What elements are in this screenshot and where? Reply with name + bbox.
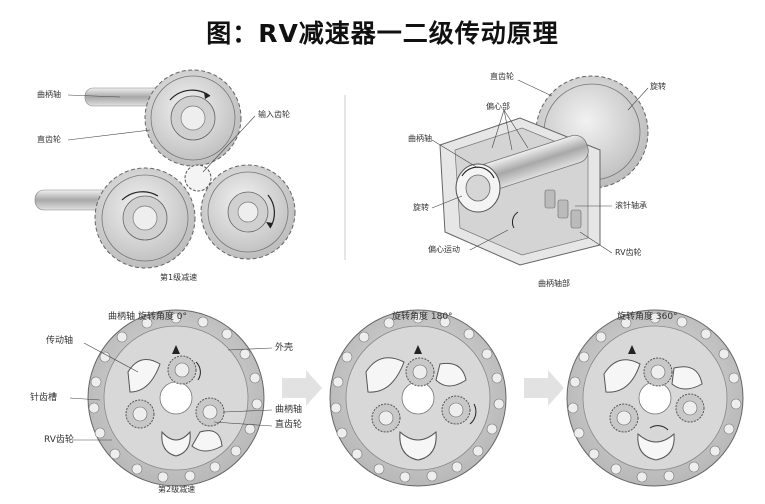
label-rv-gear-cp: RV齿轮 xyxy=(615,248,642,257)
label-crankshaft-s1: 曲柄轴 xyxy=(37,90,61,99)
caption-crankshaft-part: 曲柄轴部 xyxy=(538,279,570,288)
input-gear xyxy=(184,164,212,192)
label-eccentric: 偏心部 xyxy=(486,102,510,111)
caption-stage2: 第2级减速 xyxy=(158,485,196,494)
arrow-1 xyxy=(282,370,322,406)
stage2-disc-0deg xyxy=(87,309,265,487)
label-input-gear: 输入齿轮 xyxy=(258,110,290,119)
stage2-leaders xyxy=(69,342,273,441)
label-rotation-left: 旋转 xyxy=(413,203,429,212)
spur-gear-lower-right xyxy=(200,164,296,260)
spur-gear-upper xyxy=(144,69,242,167)
label-crankshaft-s2: 曲柄轴 xyxy=(275,405,303,415)
angle-label-360: 旋转角度 360° xyxy=(617,312,678,322)
label-spur-gear-s2: 直齿轮 xyxy=(275,420,303,430)
page-title: 图：RV减速器一二级传动原理 xyxy=(206,19,559,48)
arrow-2 xyxy=(524,370,564,406)
angle-label-180: 旋转角度 180° xyxy=(392,312,453,322)
label-crankshaft-cp: 曲柄轴 xyxy=(408,134,432,143)
crankshaft-part-illustration xyxy=(431,75,649,266)
label-spur-gear-s1: 直齿轮 xyxy=(37,135,61,144)
label-pin-groove: 针齿槽 xyxy=(30,393,58,403)
stage2-disc-360deg xyxy=(566,309,744,487)
label-eccentric-motion: 偏心运动 xyxy=(428,245,460,254)
label-drive-shaft: 传动轴 xyxy=(46,336,74,346)
spur-gear-lower-left xyxy=(94,167,196,269)
label-rv-gear-s2: RV齿轮 xyxy=(44,435,74,445)
caption-stage1: 第1级减速 xyxy=(160,273,198,282)
label-needle-bearing: 滚针轴承 xyxy=(615,201,647,210)
angle-label-0: 曲柄轴 旋转角度 0° xyxy=(108,312,187,322)
stage1-illustration xyxy=(34,69,296,269)
label-rotation-top: 旋转 xyxy=(650,82,666,91)
stage2-disc-180deg xyxy=(329,309,507,487)
label-outer-case: 外壳 xyxy=(275,343,294,353)
label-spur-gear-cp: 直齿轮 xyxy=(490,72,514,81)
